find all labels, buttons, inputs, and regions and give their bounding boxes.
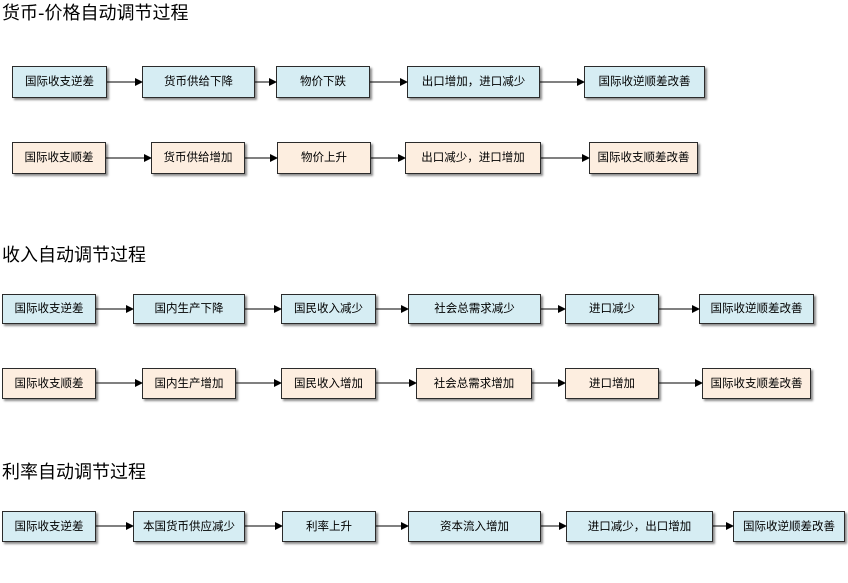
section-title: 利率自动调节过程: [2, 462, 146, 483]
flow-box: 国际收支顺差改善: [589, 142, 698, 174]
flow-box: 国际收支逆差: [2, 511, 96, 542]
flow-box: 物价上升: [277, 142, 371, 174]
flow-box: 国民收入减少: [281, 294, 376, 324]
section-title: 收入自动调节过程: [2, 245, 146, 266]
flow-box: 国际收支顺差: [2, 368, 96, 399]
flow-box: 国内生产下降: [133, 294, 245, 324]
flow-box: 国内生产增加: [142, 368, 236, 399]
flow-box: 国际收逆顺差改善: [699, 294, 814, 324]
flow-box: 国民收入增加: [281, 368, 376, 399]
flow-box: 资本流入增加: [408, 511, 541, 542]
flow-box: 物价下跌: [276, 66, 370, 98]
flow-box: 货币供给增加: [151, 142, 245, 174]
page-title: 货币-价格自动调节过程: [2, 3, 189, 24]
flow-box: 本国货币供应减少: [133, 511, 245, 542]
flow-box: 出口减少，进口增加: [405, 142, 541, 174]
flow-box: 国际收逆顺差改善: [733, 511, 845, 542]
flow-box: 国际收支逆差: [2, 294, 96, 324]
flow-box: 国际收支逆差: [12, 66, 107, 98]
flow-box: 国际收支顺差: [12, 142, 106, 174]
flow-box: 出口增加，进口减少: [407, 66, 540, 98]
flow-box: 国际收逆顺差改善: [584, 66, 705, 98]
flow-box: 国际收支顺差改善: [702, 368, 811, 399]
flow-box: 进口增加: [565, 368, 659, 399]
flow-box: 利率上升: [282, 511, 376, 542]
flow-box: 进口减少，出口增加: [566, 511, 713, 542]
flow-box: 社会总需求增加: [416, 368, 532, 399]
flow-box: 社会总需求减少: [408, 294, 541, 324]
